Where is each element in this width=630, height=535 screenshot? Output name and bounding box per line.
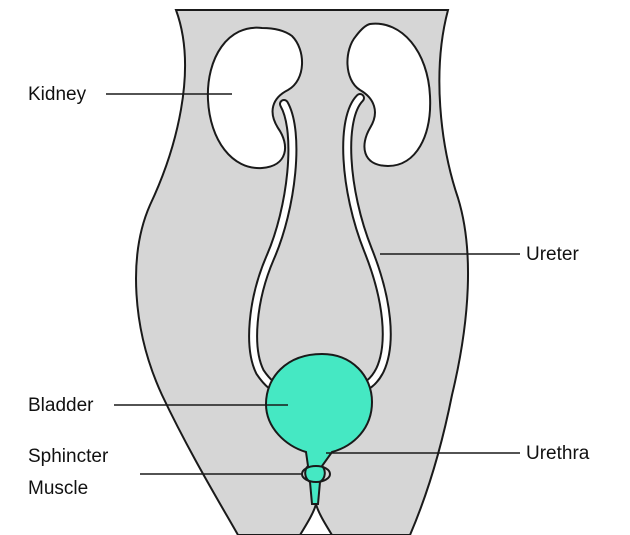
kidney-label: Kidney [28,84,87,105]
bladder-label: Bladder [28,395,94,416]
sphincter-label: Sphincter [28,446,109,467]
urethra-label: Urethra [526,443,590,464]
ureter-label: Ureter [526,244,579,265]
muscle-label: Muscle [28,478,88,499]
